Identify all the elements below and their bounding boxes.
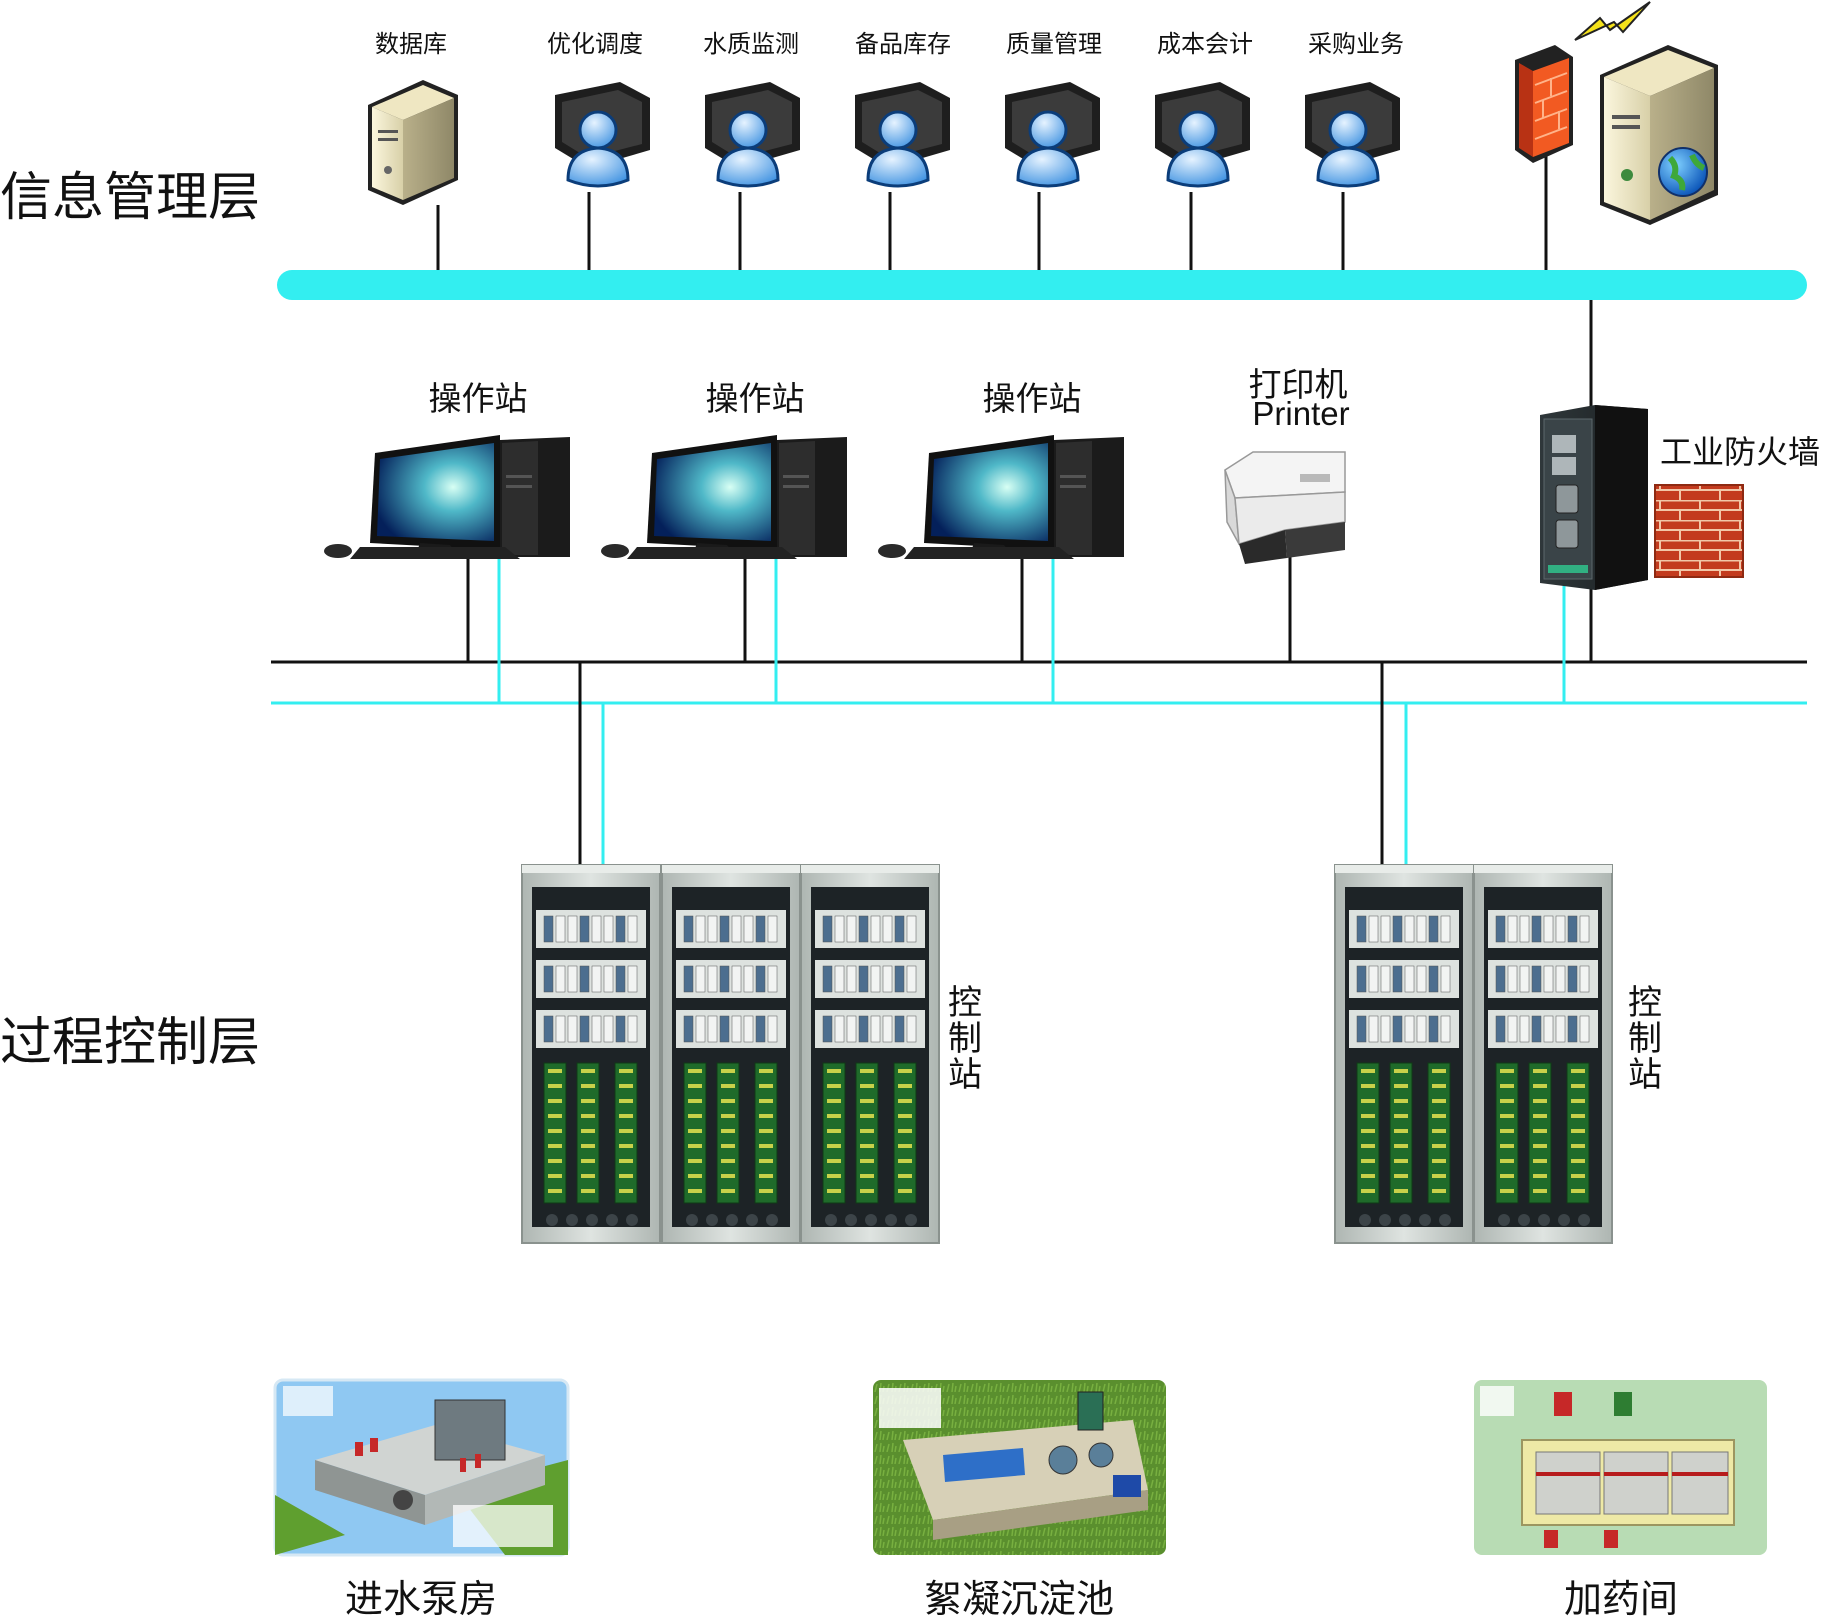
user-workstation-icon [1305,82,1400,188]
info-layer-title: 信息管理层 [0,168,261,228]
operator-station-label: 操作站 [705,379,805,418]
node-label-spare-parts: 备品库存 [855,30,951,58]
operator-stations [324,435,1124,559]
node-label-water-quality: 水质监测 [703,30,799,58]
operator-station-label: 操作站 [982,379,1082,418]
node-label-optimization: 优化调度 [547,30,643,58]
info-network-bus [277,270,1807,300]
site-label-flocculation: 絮凝沉淀池 [923,1577,1115,1621]
industrial-firewall-device [1540,405,1648,590]
user-workstation-icon [1005,82,1100,188]
web-server-icon [1600,45,1718,225]
user-workstation-icon [705,82,800,188]
operator-station-computer-icon [601,435,847,559]
control-cabinet [1473,864,1613,1244]
control-cabinet [661,864,801,1244]
user-workstation-icon [855,82,950,188]
firewall-icon [1515,45,1573,163]
site-pump-house-thumbnail [273,1378,570,1557]
site-label-pump-house: 进水泵房 [344,1577,498,1621]
printer-label-en: Printer [1252,395,1350,432]
user-workstation-icon [1155,82,1250,188]
control-layer-wires [466,540,1566,870]
site-label-dosing-room: 加药间 [1563,1577,1679,1621]
internet-gateway [1515,1,1718,225]
operator-station-computer-icon [878,435,1124,559]
site-dosing-room-thumbnail [1474,1380,1767,1555]
info-workstations [555,82,1400,188]
control-station-label: 控制站 [948,983,982,1095]
control-cabinets [521,864,1613,1244]
node-label-cost: 成本会计 [1157,30,1253,58]
process-layer-title: 过程控制层 [0,1013,261,1073]
operator-station-computer-icon [324,435,570,559]
lightning-icon [1574,1,1651,41]
server-icon [368,80,458,205]
printer-label-cn: 打印机 [1248,365,1348,404]
brick-wall-icon [1654,484,1744,578]
node-label-quality: 质量管理 [1006,30,1102,58]
control-station-label: 控制站 [1628,983,1662,1095]
operator-station-label: 操作站 [428,379,528,418]
user-workstation-icon [555,82,650,188]
site-flocculation-tank-thumbnail [873,1380,1166,1555]
printer-icon [1224,451,1346,564]
control-cabinet [800,864,940,1244]
control-cabinet [1334,864,1474,1244]
control-cabinet [521,864,661,1244]
industrial-firewall-label: 工业防火墙 [1660,433,1821,471]
node-label-database: 数据库 [375,30,447,58]
node-label-procurement: 采购业务 [1308,30,1404,58]
